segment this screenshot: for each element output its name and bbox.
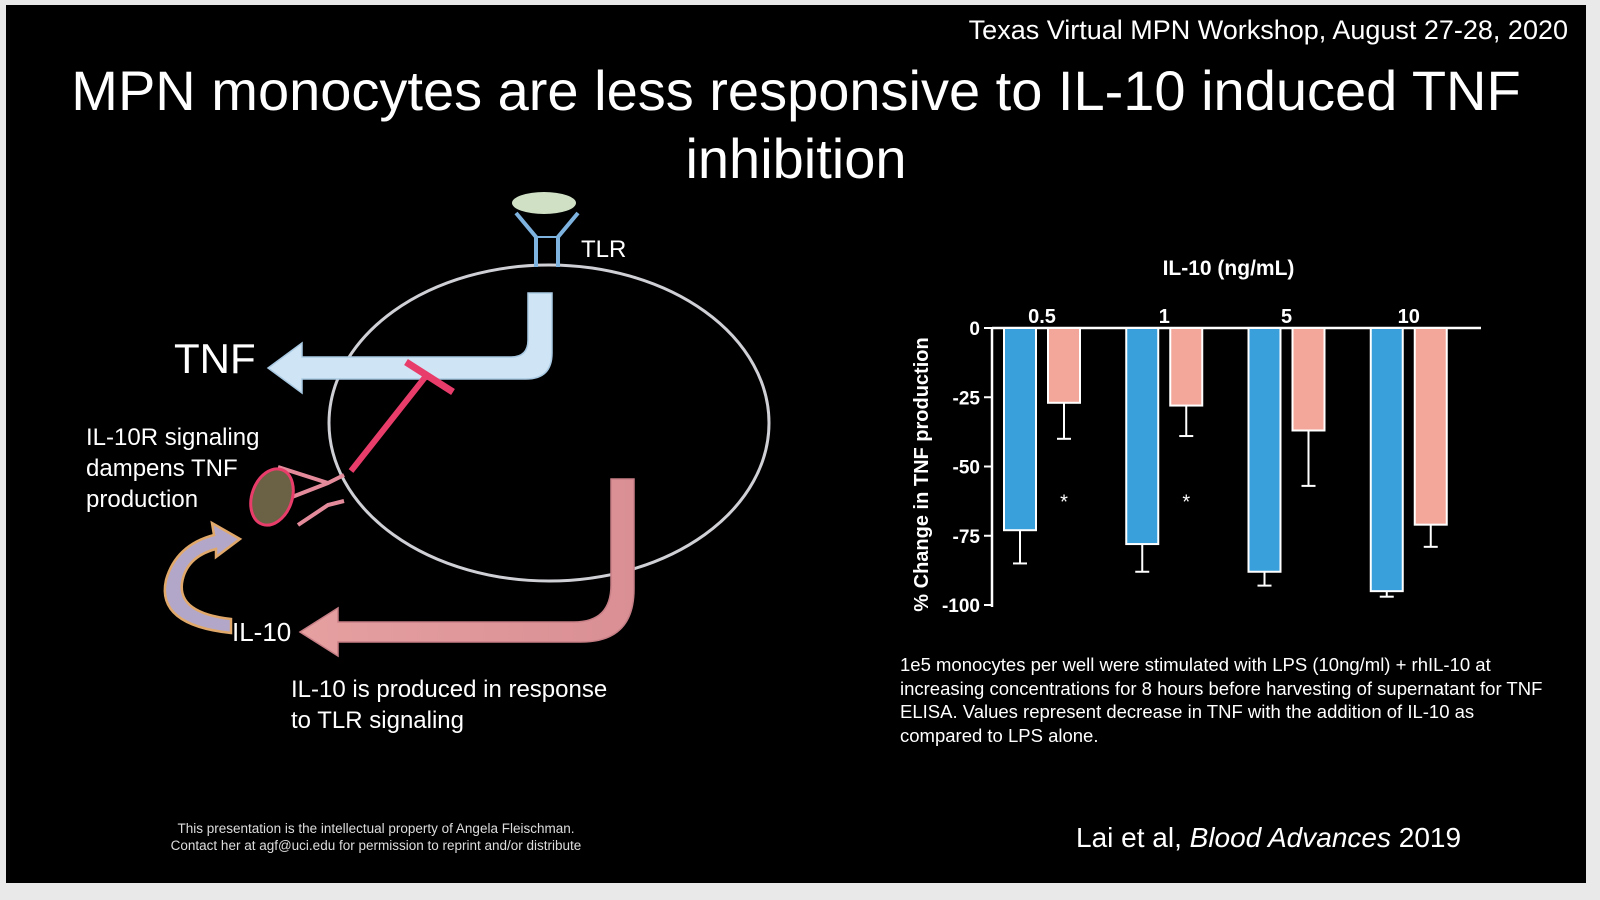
il10r-label: IL-10R signaling dampens TNF production [86, 422, 259, 515]
figure-caption: 1e5 monocytes per well were stimulated w… [900, 654, 1543, 746]
y-axis-label: % Change in TNF production [911, 337, 933, 611]
bar [1291, 327, 1326, 432]
significance-marker: * [1182, 492, 1190, 514]
bar [1169, 327, 1204, 407]
disclaimer-line-2: Contact her at agf@uci.edu for permissio… [170, 838, 582, 853]
tlr-ligand [512, 192, 576, 214]
y-tick-label: 0 [969, 319, 980, 340]
tnf-arrow [266, 292, 553, 395]
il10-produced-label: IL-10 is produced in response to TLR sig… [291, 674, 607, 736]
x-category-label: 1 [1159, 306, 1170, 328]
slide: Texas Virtual MPN Workshop, August 27-28… [6, 5, 1586, 883]
inhibition-bar-icon [348, 359, 455, 473]
citation-year: 2019 [1398, 822, 1462, 853]
feedback-arrow-icon [163, 520, 243, 635]
y-tick-label: -100 [942, 596, 980, 617]
bar [1047, 327, 1081, 404]
disclaimer-line-1: This presentation is the intellectual pr… [177, 821, 575, 836]
x-category-label: 10 [1398, 306, 1420, 328]
x-category-label: 5 [1281, 306, 1292, 328]
x-category-label: 0.5 [1028, 306, 1056, 328]
citation-journal: Blood Advances [1189, 822, 1391, 853]
tlr-label: TLR [581, 236, 627, 263]
il10r-receptor-icon [249, 465, 345, 527]
il10-produced-line2: to TLR signaling [291, 707, 464, 734]
bar [1247, 327, 1282, 573]
il10r-label-line3: production [86, 486, 199, 513]
significance-marker: * [1060, 492, 1068, 514]
il10-bound-ligand [249, 467, 295, 527]
bar [1125, 327, 1160, 546]
il10r-label-line2: dampens TNF [86, 455, 238, 482]
il10-produced-line1: IL-10 is produced in response [291, 676, 608, 703]
il10-arrow [298, 478, 635, 658]
signaling-diagram [163, 192, 771, 658]
tlr-receptor-icon [512, 192, 580, 267]
y-tick-label: -50 [953, 458, 980, 479]
tnf-change-chart: 0 -25 -50 -75 -100 % Change in TNF production… [911, 257, 1481, 617]
bar [1369, 327, 1404, 593]
bar [1003, 327, 1037, 532]
cell-membrane [327, 263, 771, 583]
chart-title: IL-10 (ng/mL) [1163, 257, 1295, 280]
il10-label: IL-10 [232, 617, 292, 647]
il10r-label-line1: IL-10R signaling [86, 424, 260, 451]
bar [1413, 327, 1448, 526]
citation: Lai et al, Blood Advances 2019 [1076, 822, 1461, 854]
slide-title: MPN monocytes are less responsive to IL-… [71, 59, 1521, 190]
y-tick-label: -75 [953, 527, 981, 548]
citation-authors: Lai et al, [1076, 822, 1182, 853]
ip-disclaimer: This presentation is the intellectual pr… [126, 820, 626, 854]
tnf-label: TNF [174, 335, 256, 382]
y-tick-label: -25 [953, 388, 981, 409]
event-label: Texas Virtual MPN Workshop, August 27-28… [968, 15, 1568, 45]
